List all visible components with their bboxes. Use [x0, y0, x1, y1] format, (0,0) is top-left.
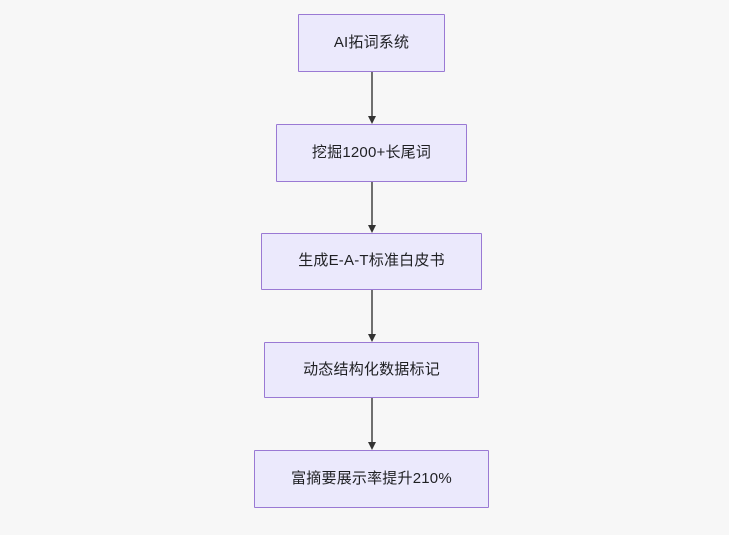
connector-line — [371, 290, 373, 336]
flow-connector-3 — [367, 290, 376, 342]
connector-line — [371, 398, 373, 444]
flow-node-rich-snippet-result[interactable]: 富摘要展示率提升210% — [254, 450, 489, 508]
flow-node-label: 生成E-A-T标准白皮书 — [298, 252, 445, 270]
flow-connector-4 — [367, 398, 376, 450]
connector-line — [371, 182, 373, 227]
flow-node-label: AI拓词系统 — [333, 33, 410, 51]
arrow-head-icon — [367, 116, 376, 124]
flow-node-ai-keyword-system[interactable]: AI拓词系统 — [298, 14, 445, 72]
flow-node-label: 动态结构化数据标记 — [303, 360, 440, 378]
arrow-head-icon — [367, 225, 376, 233]
arrow-head-icon — [367, 334, 376, 342]
flow-node-label: 挖掘1200+长尾词 — [311, 143, 432, 161]
flow-connector-2 — [367, 182, 376, 233]
connector-line — [371, 72, 373, 118]
flow-node-longtail-mining[interactable]: 挖掘1200+长尾词 — [276, 124, 467, 182]
flow-node-label: 富摘要展示率提升210% — [291, 469, 452, 487]
flow-node-structured-data-markup[interactable]: 动态结构化数据标记 — [264, 342, 479, 398]
arrow-head-icon — [367, 442, 376, 450]
flow-node-eat-whitepaper[interactable]: 生成E-A-T标准白皮书 — [261, 233, 482, 290]
flow-connector-1 — [367, 72, 376, 124]
